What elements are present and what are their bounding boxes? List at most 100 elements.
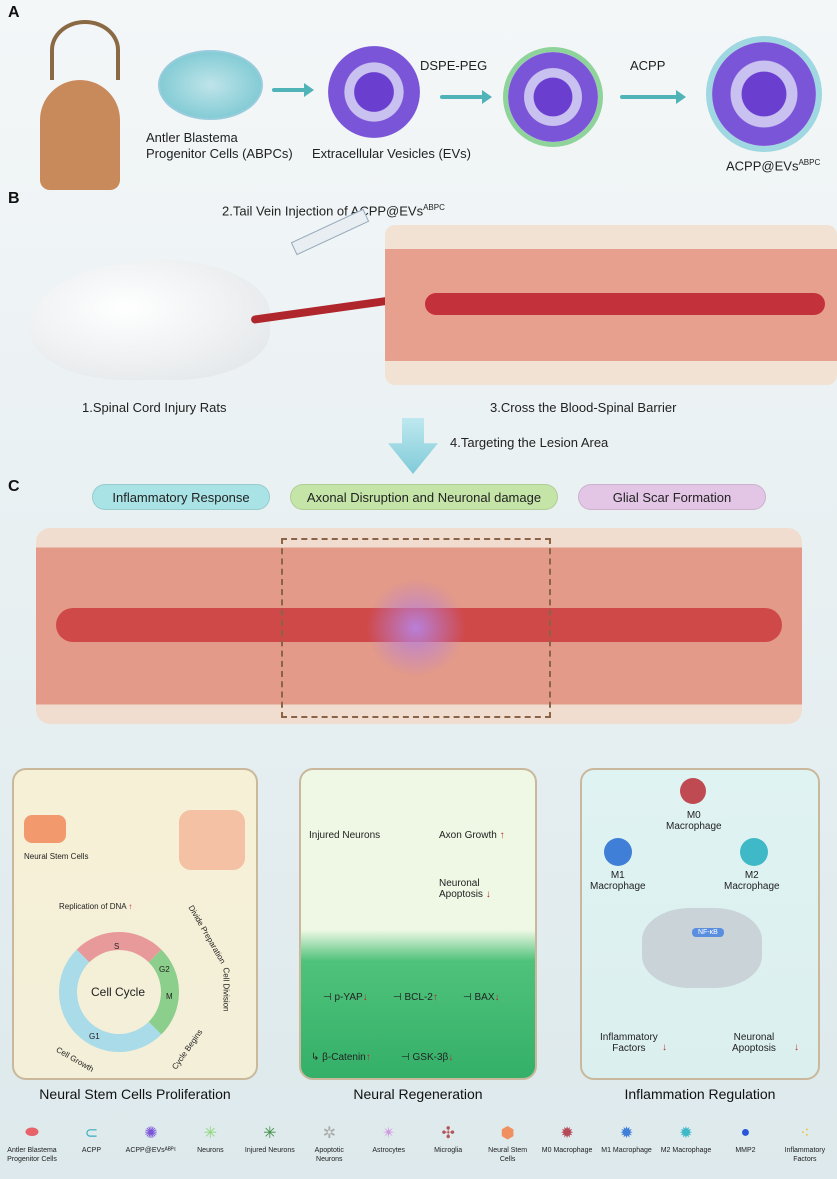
m0-label: M0 Macrophage: [666, 810, 722, 832]
legend-label: ACPP: [81, 1147, 101, 1154]
legend-item: ⬢ Neural Stem Cells: [480, 1120, 536, 1179]
divide-prep-label: Divide Preparation: [186, 903, 228, 966]
acpp-label: ACPP: [630, 58, 666, 73]
beta-catenin-label: ↳ β-Catenin↑: [311, 1052, 371, 1063]
legend-item: ✳ Injured Neurons: [242, 1120, 298, 1179]
stem-cells-icon: ⬢: [500, 1125, 515, 1142]
petri-dish: [158, 50, 263, 120]
mmp2-icon: ●: [740, 1124, 751, 1141]
legend-item: ✲ Apoptotic Neurons: [301, 1120, 357, 1179]
nsc-label: Neural Stem Cells: [24, 852, 89, 861]
apoptotic-neuron-icon: ✲: [322, 1125, 336, 1142]
legend-item: ⊂ACPP: [63, 1120, 119, 1179]
pill-axonal-disruption: Axonal Disruption and Neuronal damage: [290, 484, 558, 510]
legend-item: ✺ACPP@EVsᴬᴮᴾᶜ: [123, 1120, 179, 1179]
stem-cells-proliferated-icon: [179, 810, 245, 870]
cell-growth-label: Cell Growth: [54, 1045, 96, 1074]
vesicle-icon: ✺: [144, 1125, 158, 1142]
m2-macrophage-icon: [740, 838, 768, 866]
phase-s: S: [114, 942, 120, 951]
astrocyte-icon: ✴: [382, 1125, 396, 1142]
down-arrow-large: [388, 418, 438, 474]
section-a-label: A: [8, 4, 20, 21]
legend-label: Neural Stem Cells: [488, 1147, 528, 1163]
legend-label: Neurons: [197, 1147, 224, 1154]
apoptosis-label: Neuronal Apoptosis: [732, 1032, 776, 1054]
rats-label: 1.Spinal Cord Injury Rats: [82, 400, 227, 415]
pill-inflammatory-response: Inflammatory Response: [92, 484, 270, 510]
m1-label: M1 Macrophage: [590, 870, 646, 892]
legend-label: M1 Macrophage: [601, 1147, 652, 1154]
deer-illustration: [20, 20, 140, 190]
stem-cells-icon: [24, 815, 66, 843]
m1-icon: ✹: [619, 1125, 634, 1142]
cell-division-label: Cell Division: [221, 967, 231, 1012]
injection-label: 2.Tail Vein Injection of ACPP@EVsABPC: [222, 203, 445, 219]
arrow-right: [272, 83, 314, 97]
legend-label: Apoptotic Neurons: [314, 1147, 344, 1163]
panel-inflammation: M0 Macrophage M1 Macrophage M2 Macrophag…: [580, 768, 820, 1080]
dspe-peg-label: DSPE-PEG: [420, 58, 488, 73]
panel2-title: Neural Regeneration: [353, 1086, 483, 1102]
legend-label: Inflammatory Factors: [784, 1147, 826, 1163]
evs-label: Extracellular Vesicles (EVs): [312, 146, 471, 161]
legend-item: ✹ M0 Macrophage: [539, 1120, 595, 1179]
pill-glial-scar: Glial Scar Formation: [578, 484, 766, 510]
m2-icon: ✹: [679, 1125, 693, 1142]
microglia-icon: ✣: [441, 1125, 455, 1142]
legend-label: Astrocytes: [372, 1147, 406, 1154]
ev-illustration: [328, 46, 420, 138]
pegylated-ev-illustration: [508, 52, 598, 142]
section-b-label: B: [8, 190, 20, 207]
dna-label: Replication of DNA ↑: [59, 902, 133, 911]
panel3-title: Inflammation Regulation: [624, 1086, 776, 1102]
nfkb-label: NF-κB: [692, 928, 724, 937]
legend-item: ● MMP2: [717, 1120, 773, 1179]
legend-label: M2 Macrophage: [660, 1147, 712, 1154]
legend-item: ⁖ Inflammatory Factors: [777, 1120, 833, 1179]
m0-icon: ✹: [560, 1125, 574, 1142]
factors-icon: ⁖: [800, 1125, 810, 1142]
rat-illustration: [30, 260, 270, 380]
phase-m: M: [166, 992, 173, 1001]
legend-item: ✣ Microglia: [420, 1120, 476, 1179]
legend-item: ⬬ Antler Blastema Progenitor Cells: [4, 1120, 60, 1179]
target-label: 4.Targeting the Lesion Area: [450, 435, 609, 450]
injured-neuron-icon: ✳: [263, 1125, 277, 1142]
barrier-label: 3.Cross the Blood-Spinal Barrier: [490, 400, 677, 415]
panel1-title: Neural Stem Cells Proliferation: [39, 1086, 231, 1102]
phase-g1: G1: [89, 1032, 100, 1041]
arrow-right: [440, 90, 492, 104]
abpc-cell-icon: ⬬: [25, 1124, 39, 1141]
legend-label: Injured Neurons: [244, 1147, 295, 1154]
legend-label: M0 Macrophage: [541, 1147, 593, 1154]
cycle-begins-label: Cycle Begins: [170, 1027, 205, 1072]
section-c-label: C: [8, 478, 20, 495]
legend-label: Antler Blastema Progenitor Cells: [7, 1147, 57, 1163]
m1-macrophage-icon: [604, 838, 632, 866]
legend-label: MMP2: [735, 1147, 756, 1154]
injured-neurons-label: Injured Neurons: [309, 830, 381, 841]
arrow-right: [620, 90, 686, 104]
m0-macrophage-icon: [680, 778, 706, 804]
legend-item: ✹ M2 Macrophage: [658, 1120, 714, 1179]
spinal-cord-segment: [385, 225, 837, 385]
cell-cycle-label: Cell Cycle: [91, 985, 146, 999]
acpp-ev-label: ACPP@EVsABPC: [726, 158, 821, 174]
neuronal-apoptosis-label: Neuronal Apoptosis ↓: [439, 878, 491, 900]
down-arrow: ↓: [794, 1042, 799, 1053]
bax-label: ⊣ BAX↓: [463, 992, 500, 1003]
nucleus-illustration: [642, 908, 762, 988]
injured-spinal-cord: [36, 528, 802, 724]
legend-item: ✴ Astrocytes: [361, 1120, 417, 1179]
acpp-ev-illustration: [712, 42, 816, 146]
phase-g2: G2: [159, 965, 170, 974]
factors-label: Inflammatory Factors: [600, 1032, 658, 1054]
legend-item: ✹ M1 Macrophage: [599, 1120, 655, 1179]
m2-label: M2 Macrophage: [724, 870, 780, 892]
legend-label: Microglia: [434, 1147, 463, 1154]
panel-neural-regeneration: Injured Neurons Axon Growth ↑ Neuronal A…: [299, 768, 537, 1080]
pyap-label: ⊣ p-YAP↓: [323, 992, 368, 1003]
legend-item: ✳ Neurons: [182, 1120, 238, 1179]
neuron-icon: ✳: [203, 1125, 218, 1142]
